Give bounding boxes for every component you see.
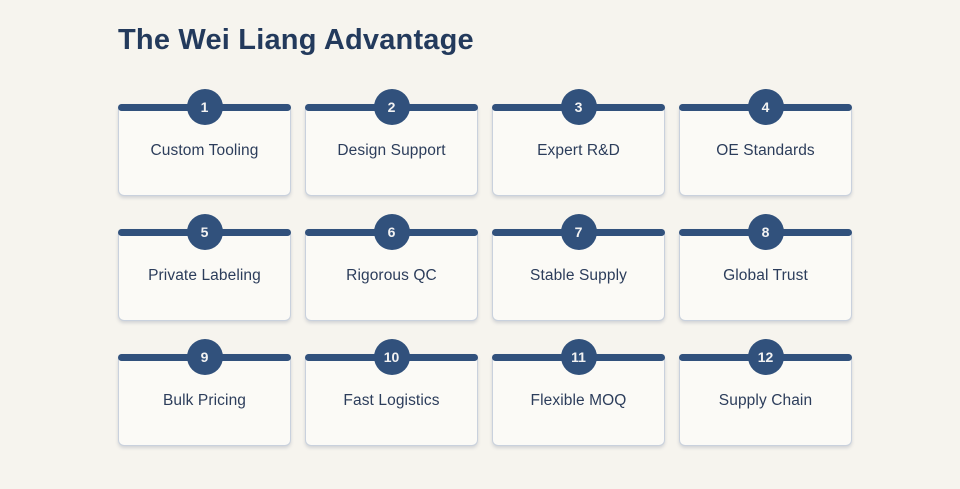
card-label: Supply Chain <box>718 392 813 409</box>
card-number-badge: 1 <box>186 89 223 125</box>
card-number-badge: 9 <box>186 339 223 375</box>
card-number-badge: 11 <box>560 339 597 375</box>
advantage-card-1: 1 Custom Tooling <box>118 89 291 196</box>
card-label: Design Support <box>337 142 446 159</box>
advantage-card-2: 2 Design Support <box>305 89 478 196</box>
card-number-badge: 3 <box>560 89 597 125</box>
card-number-badge: 2 <box>373 89 410 125</box>
card-label: Rigorous QC <box>346 267 437 284</box>
advantage-card-8: 8 Global Trust <box>679 214 852 321</box>
card-number-badge: 12 <box>747 339 784 375</box>
card-label: Custom Tooling <box>150 142 259 159</box>
card-label: Stable Supply <box>530 267 627 284</box>
advantage-card-4: 4 OE Standards <box>679 89 852 196</box>
advantage-section: The Wei Liang Advantage 1 Custom Tooling… <box>118 23 852 446</box>
card-label: Bulk Pricing <box>162 392 247 409</box>
advantage-card-10: 10 Fast Logistics <box>305 339 478 446</box>
card-number-badge: 10 <box>373 339 410 375</box>
card-label: Expert R&D <box>537 142 620 159</box>
card-label: OE Standards <box>716 142 815 159</box>
card-label: Fast Logistics <box>343 392 440 409</box>
advantage-card-7: 7 Stable Supply <box>492 214 665 321</box>
card-number-badge: 6 <box>373 214 410 250</box>
advantage-grid: 1 Custom Tooling 2 Design Support 3 Expe… <box>118 89 852 446</box>
advantage-card-3: 3 Expert R&D <box>492 89 665 196</box>
card-number-badge: 8 <box>747 214 784 250</box>
advantage-card-5: 5 Private Labeling <box>118 214 291 321</box>
card-number-badge: 5 <box>186 214 223 250</box>
card-label: Flexible MOQ <box>530 392 627 409</box>
advantage-card-11: 11 Flexible MOQ <box>492 339 665 446</box>
advantage-card-9: 9 Bulk Pricing <box>118 339 291 446</box>
card-label: Private Labeling <box>148 267 261 284</box>
page-title: The Wei Liang Advantage <box>118 24 474 56</box>
card-number-badge: 7 <box>560 214 597 250</box>
advantage-card-12: 12 Supply Chain <box>679 339 852 446</box>
card-label: Global Trust <box>723 267 808 284</box>
card-number-badge: 4 <box>747 89 784 125</box>
advantage-card-6: 6 Rigorous QC <box>305 214 478 321</box>
